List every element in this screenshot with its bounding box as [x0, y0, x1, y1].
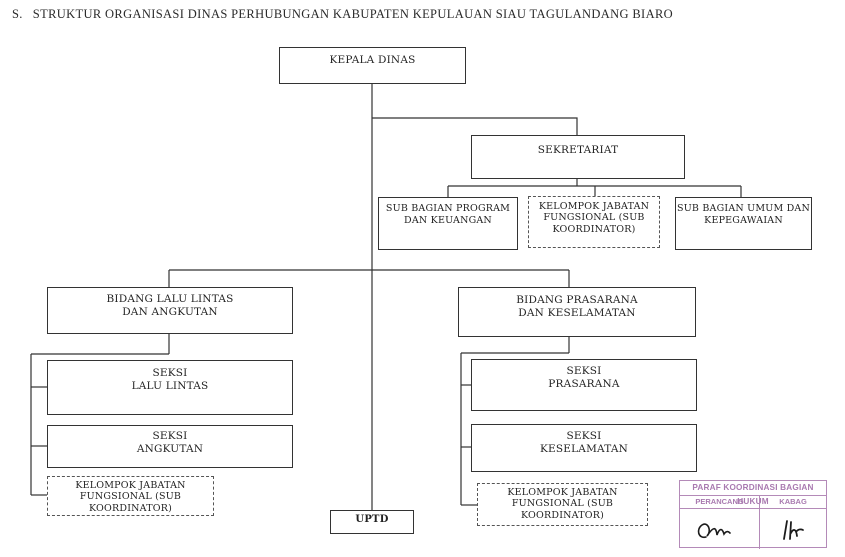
kjf-llaj-line2: FUNGSIONAL (SUB	[79, 491, 182, 503]
title-text: STRUKTUR ORGANISASI DINAS PERHUBUNGAN KA…	[32, 7, 674, 21]
kjf-sekretariat-box: KELOMPOK JABATAN FUNGSIONAL (SUB KOORDIN…	[528, 196, 660, 248]
seksi-lalu-lintas-box: SEKSI LALU LINTAS	[47, 360, 293, 415]
kjf-llaj-line1: KELOMPOK JABATAN	[75, 480, 186, 491]
kjf-sekretariat-line3: KOORDINATOR)	[552, 223, 636, 235]
perancang-signature	[680, 509, 761, 549]
seksi-lalu-lintas-line2: LALU LINTAS	[131, 380, 209, 393]
uptd-label: UPTD	[355, 514, 389, 525]
seksi-prasarana-line2: PRASARANA	[548, 378, 620, 391]
coordination-stamp: PARAF KOORDINASI BAGIAN HUKUM PERANCANG …	[679, 480, 827, 549]
sekretariat-box: SEKRETARIAT	[471, 135, 685, 179]
bidang-lalu-lintas-line1: BIDANG LALU LINTAS	[106, 293, 234, 305]
bidang-prasarana-line2: DAN KESELAMATAN	[518, 307, 636, 320]
seksi-keselamatan-line2: KESELAMATAN	[539, 443, 629, 456]
kepala-dinas-box: KEPALA DINAS	[279, 47, 466, 84]
kjf-llaj-line3: KOORDINATOR)	[89, 502, 172, 514]
sub-bagian-umum-line1: SUB BAGIAN UMUM DAN	[677, 203, 810, 214]
page-title: S. STRUKTUR ORGANISASI DINAS PERHUBUNGAN …	[12, 7, 673, 22]
seksi-angkutan-line1: SEKSI	[152, 430, 188, 442]
bidang-prasarana-box: BIDANG PRASARANA DAN KESELAMATAN	[458, 287, 696, 337]
seksi-angkutan-box: SEKSI ANGKUTAN	[47, 425, 293, 468]
seksi-prasarana-line1: SEKSI	[566, 365, 602, 377]
uptd-box: UPTD	[330, 510, 414, 534]
kjf-prasarana-line1: KELOMPOK JABATAN	[507, 487, 618, 498]
stamp-title: PARAF KOORDINASI BAGIAN HUKUM	[680, 481, 826, 506]
kepala-dinas-label: KEPALA DINAS	[329, 54, 416, 66]
bidang-lalu-lintas-line2: DAN ANGKUTAN	[122, 306, 218, 319]
seksi-angkutan-line2: ANGKUTAN	[136, 443, 204, 456]
kjf-llaj-box: KELOMPOK JABATAN FUNGSIONAL (SUB KOORDIN…	[47, 476, 214, 516]
bidang-prasarana-line1: BIDANG PRASARANA	[516, 294, 638, 306]
title-number: S.	[12, 7, 23, 21]
sub-bagian-program-box: SUB BAGIAN PROGRAM DAN KEUANGAN	[378, 197, 518, 250]
kabag-signature	[760, 509, 826, 549]
sub-bagian-umum-line2: KEPEGAWAIAN	[704, 214, 783, 226]
stamp-col-kabag: KABAG	[779, 497, 807, 506]
seksi-lalu-lintas-line1: SEKSI	[152, 367, 188, 379]
bidang-lalu-lintas-box: BIDANG LALU LINTAS DAN ANGKUTAN	[47, 287, 293, 334]
kjf-prasarana-line2: FUNGSIONAL (SUB	[511, 498, 614, 510]
kjf-sekretariat-line2: FUNGSIONAL (SUB	[543, 212, 645, 224]
sub-bagian-umum-box: SUB BAGIAN UMUM DAN KEPEGAWAIAN	[675, 197, 812, 250]
seksi-keselamatan-line1: SEKSI	[566, 430, 602, 442]
kjf-prasarana-line3: KOORDINATOR)	[521, 509, 604, 521]
sekretariat-label: SEKRETARIAT	[537, 144, 619, 156]
sub-bagian-program-line1: SUB BAGIAN PROGRAM	[385, 203, 511, 214]
stamp-col-perancang: PERANCANG	[680, 496, 761, 508]
kjf-sekretariat-line1: KELOMPOK JABATAN	[538, 201, 650, 212]
seksi-prasarana-box: SEKSI PRASARANA	[471, 359, 697, 411]
kjf-prasarana-box: KELOMPOK JABATAN FUNGSIONAL (SUB KOORDIN…	[477, 483, 648, 526]
seksi-keselamatan-box: SEKSI KESELAMATAN	[471, 424, 697, 472]
sub-bagian-program-line2: DAN KEUANGAN	[404, 214, 492, 226]
